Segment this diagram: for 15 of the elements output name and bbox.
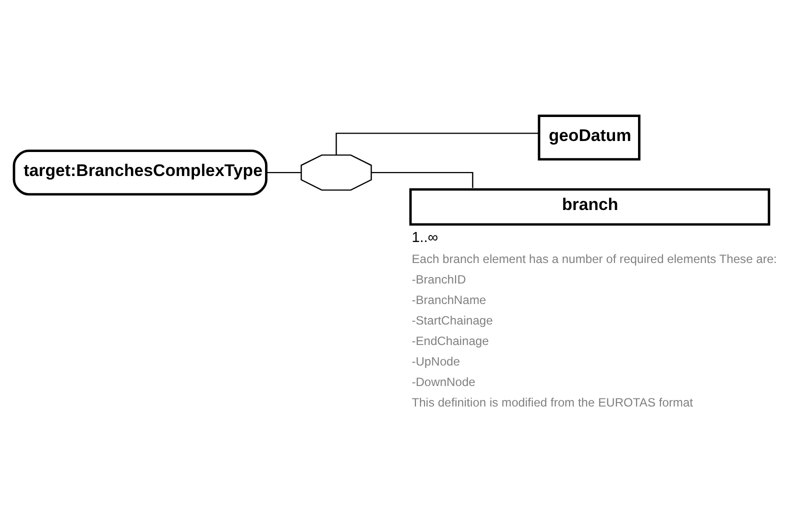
node-label: Each branch element has a number of required elements These are: [412,252,777,266]
node-label: -EndChainage [412,334,489,348]
connector [266,171,302,173]
node-label: -DownNode [412,374,476,389]
node-label: -UpNode [412,354,460,368]
node-label: -BranchName [412,292,486,307]
node-label: This definition is modified from the EUROTAS format [412,395,694,410]
node-box: target:BranchesComplexType [12,149,268,195]
node-box: geoDatum [538,114,640,160]
connector [371,171,474,188]
node-label: -StartChainage [412,313,493,328]
node-label: 1..∞ [412,230,438,246]
node-octagon [300,154,372,190]
connector [336,132,539,154]
node-label: -BranchID [412,272,466,286]
